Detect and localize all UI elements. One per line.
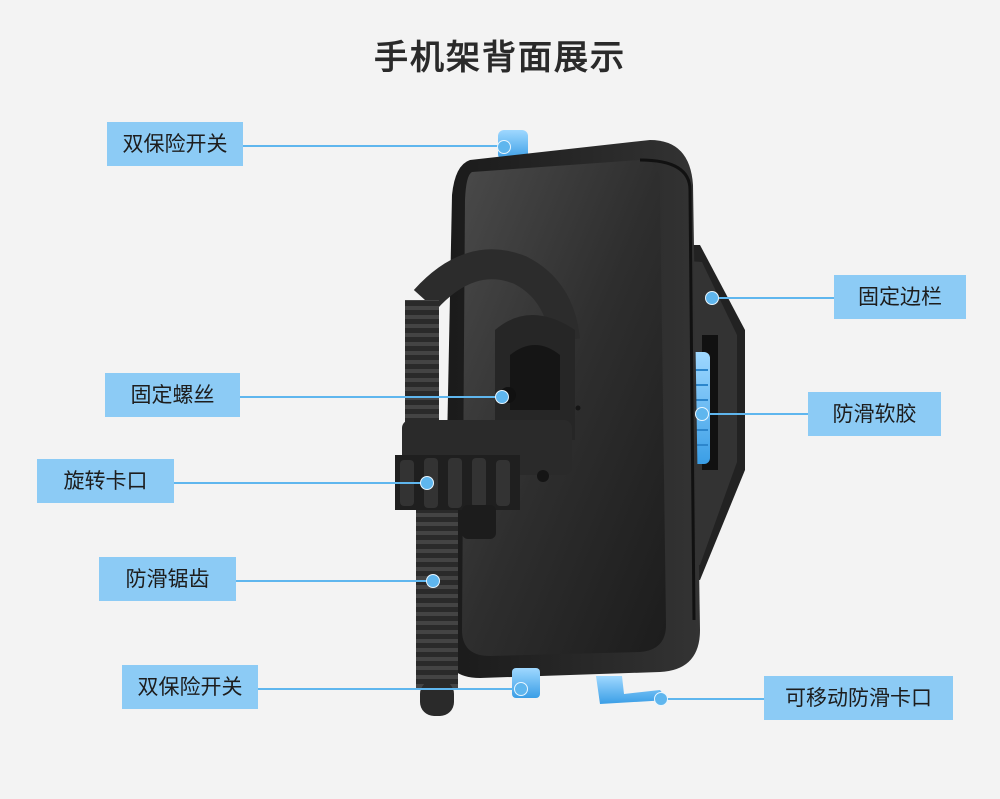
label-fixed-screw: 固定螺丝 bbox=[105, 373, 240, 417]
label-fixed-rail: 固定边栏 bbox=[834, 275, 966, 319]
line-fixed-screw bbox=[240, 396, 502, 398]
dot-switch-bottom bbox=[514, 682, 528, 696]
label-double-safety-switch-bottom: 双保险开关 bbox=[122, 665, 258, 709]
dot-anti-slip-serration bbox=[426, 574, 440, 588]
dot-movable-clamp bbox=[654, 692, 668, 706]
line-switch-top bbox=[243, 145, 505, 147]
dot-switch-top bbox=[497, 140, 511, 154]
line-switch-bottom bbox=[258, 688, 520, 690]
dot-fixed-rail bbox=[705, 291, 719, 305]
dot-rotating-clamp bbox=[420, 476, 434, 490]
line-anti-slip-serration bbox=[236, 580, 432, 582]
line-rotating-clamp bbox=[174, 482, 426, 484]
page-title: 手机架背面展示 bbox=[374, 38, 626, 78]
label-movable-anti-slip-clamp: 可移动防滑卡口 bbox=[764, 676, 953, 720]
label-rotating-clamp: 旋转卡口 bbox=[37, 459, 174, 503]
label-double-safety-switch-top: 双保险开关 bbox=[107, 122, 243, 166]
dot-fixed-screw bbox=[495, 390, 509, 404]
line-movable-clamp bbox=[660, 698, 764, 700]
dot-anti-slip-rubber bbox=[695, 407, 709, 421]
label-anti-slip-rubber: 防滑软胶 bbox=[808, 392, 941, 436]
label-anti-slip-serration: 防滑锯齿 bbox=[99, 557, 236, 601]
line-fixed-rail bbox=[712, 297, 834, 299]
line-anti-slip-rubber bbox=[702, 413, 808, 415]
